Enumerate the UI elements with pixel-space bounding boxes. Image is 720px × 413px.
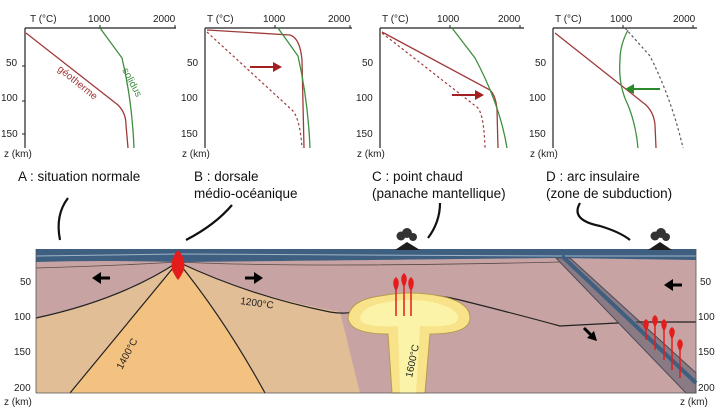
depth-tick: 150 xyxy=(181,129,198,140)
depth-tick: 50 xyxy=(362,58,374,69)
panel-a-graph: T (°C) 1000 2000 50 100 150 z (km) géoth… xyxy=(1,14,176,160)
temp-axis-label: T (°C) xyxy=(207,14,234,25)
hydrated-solidus-curve xyxy=(619,29,639,149)
caption-a: A : situation normale xyxy=(18,169,140,184)
depth-tick: 50 xyxy=(6,58,18,69)
solidus-curve xyxy=(99,27,135,149)
caption-c-line2: (panache mantellique) xyxy=(372,186,506,201)
ridge-geotherm xyxy=(206,29,305,149)
arc-volcano xyxy=(648,242,672,250)
section-depth-axis-label: z (km) xyxy=(680,397,708,408)
solidus-curve xyxy=(277,27,311,149)
arc-magma xyxy=(643,315,683,378)
caption-b-line2: médio-océanique xyxy=(194,186,298,201)
depth-axis-label: z (km) xyxy=(182,149,210,160)
leader-line-a xyxy=(57,197,69,241)
ridge-upwelling-core xyxy=(70,262,265,393)
depth-tick: 150 xyxy=(1,129,18,140)
temp-axis-label: T (°C) xyxy=(382,14,409,25)
caption-d-line1: D : arc insulaire xyxy=(546,169,640,184)
green-arrow-head xyxy=(625,84,634,94)
temp-tick: 2000 xyxy=(328,14,351,25)
section-depth-axis-label: z (km) xyxy=(4,397,32,408)
cross-section: 1200°C 1400°C 1600°C xyxy=(35,228,698,394)
section-depth-tick: 50 xyxy=(700,277,712,288)
panel-c-graph: T (°C) 1000 2000 50 100 150 z (km) xyxy=(356,14,524,160)
section-depth-tick: 200 xyxy=(14,383,31,394)
solidus-curve xyxy=(451,27,508,149)
arrow-left-icon xyxy=(664,279,673,291)
ocean-layer xyxy=(36,249,696,262)
depth-tick: 150 xyxy=(529,129,546,140)
depth-tick: 100 xyxy=(356,93,373,104)
section-depth-tick: 100 xyxy=(698,312,715,323)
red-arrow-head xyxy=(475,90,484,100)
slab-crust xyxy=(560,254,698,385)
section-depth-tick: 200 xyxy=(698,383,715,394)
isotherm-1200-label: 1200°C xyxy=(240,296,275,312)
depth-axis-label: z (km) xyxy=(4,149,32,160)
plume-magma xyxy=(393,272,414,316)
plume-geotherm xyxy=(381,31,499,149)
panel-b-graph: T (°C) 1000 2000 50 100 150 z (km) xyxy=(181,14,352,160)
ridge-magma xyxy=(171,250,185,280)
caption-b-line1: B : dorsale xyxy=(194,169,259,184)
depth-tick: 100 xyxy=(529,93,546,104)
depth-axis-label: z (km) xyxy=(530,149,558,160)
section-depth-tick: 100 xyxy=(14,312,31,323)
temp-tick: 1000 xyxy=(263,14,286,25)
depth-tick: 150 xyxy=(356,129,373,140)
plate-motion-arrows xyxy=(92,272,682,341)
temp-tick: 2000 xyxy=(673,14,696,25)
red-arrow-head xyxy=(273,62,282,72)
temp-axis-label: T (°C) xyxy=(30,14,57,25)
section-depth-tick: 150 xyxy=(698,347,715,358)
temp-tick: 1000 xyxy=(88,14,111,25)
depth-tick: 50 xyxy=(535,58,547,69)
hotspot-volcano xyxy=(395,242,420,250)
depth-tick: 100 xyxy=(1,93,18,104)
geotherm-curve xyxy=(25,32,129,149)
section-depth-tick: 50 xyxy=(20,277,32,288)
section-depth-tick: 150 xyxy=(14,347,31,358)
normal-geotherm-dotted xyxy=(381,32,486,149)
caption-d-line2: (zone de subduction) xyxy=(546,186,672,201)
geotherm-label: géotherme xyxy=(55,64,99,103)
temp-axis-label: T (°C) xyxy=(555,14,582,25)
temp-tick: 2000 xyxy=(498,14,521,25)
depth-tick: 50 xyxy=(187,58,199,69)
plume-core xyxy=(360,300,458,393)
depth-tick: 100 xyxy=(181,93,198,104)
dry-solidus-dotted xyxy=(624,27,684,149)
geotherm-curve xyxy=(554,32,657,149)
panel-d-graph: T (°C) 1000 2000 50 100 150 z (km) xyxy=(529,14,697,160)
leader-line-c xyxy=(427,202,442,239)
arrow-right-icon xyxy=(254,272,263,284)
temp-tick: 1000 xyxy=(610,14,633,25)
arrow-down-right-icon xyxy=(587,331,597,341)
leader-line-b xyxy=(185,204,233,241)
depth-axis-label: z (km) xyxy=(357,149,385,160)
temp-tick: 1000 xyxy=(437,14,460,25)
normal-geotherm-dotted xyxy=(206,31,303,149)
leader-line-d xyxy=(576,202,631,241)
temp-tick: 2000 xyxy=(153,14,176,25)
arrow-left-icon xyxy=(92,272,101,284)
caption-c-line1: C : point chaud xyxy=(372,169,463,184)
solidus-label: solidus xyxy=(119,66,143,99)
